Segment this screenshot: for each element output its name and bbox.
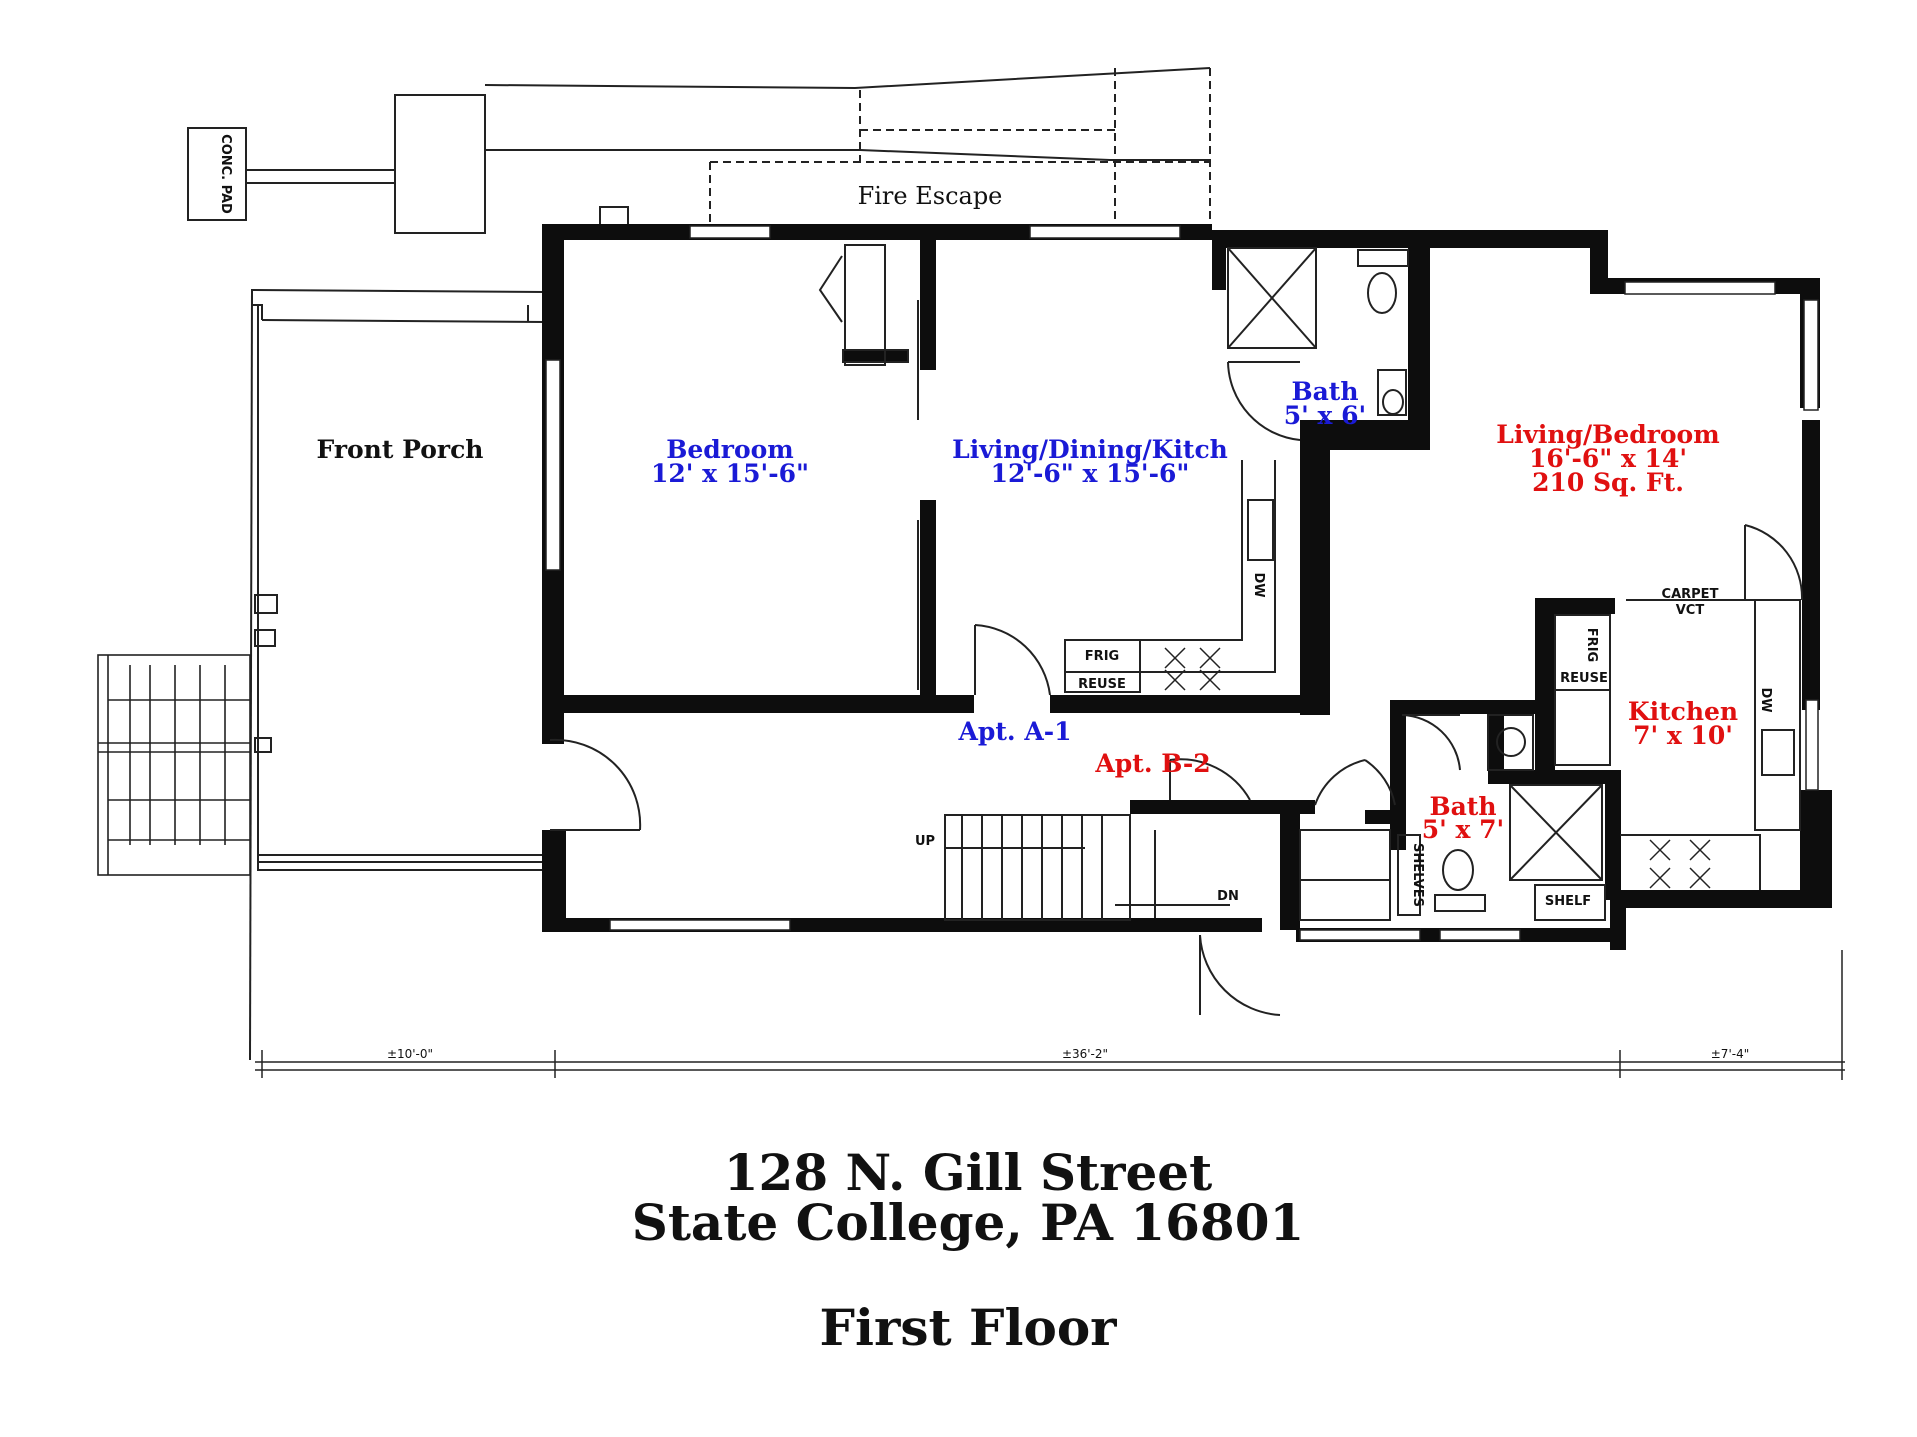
dim-right: ±7'-4" (1711, 1047, 1749, 1061)
dn-label: DN (1217, 889, 1239, 904)
reuse-b-label: REUSE (1560, 671, 1608, 686)
front-porch-label: Front Porch (317, 435, 484, 464)
fire-escape-structure (187, 67, 1211, 234)
interior-lines (549, 244, 1804, 1016)
kitchen-b-label: Kitchen (1628, 697, 1738, 726)
living-a-label: Living/Dining/Kitch (952, 435, 1228, 464)
bath-b-size: 5' x 7' (1422, 815, 1504, 844)
bedroom-a-label: Bedroom (666, 435, 794, 464)
porch-steps (97, 654, 251, 876)
front-porch-outline (249, 288, 546, 1061)
reuse-a-label: REUSE (1078, 677, 1126, 692)
conc-pad-outline (187, 127, 247, 221)
exterior-walls (542, 224, 1832, 950)
conc-pad-label: CONC. PAD (218, 134, 233, 214)
carpet-label: CARPET (1662, 587, 1719, 602)
shelves-label: SHELVES (1410, 843, 1425, 907)
dw-a-label: DW (1251, 572, 1266, 597)
address-line-2: State College, PA 16801 (632, 1193, 1305, 1252)
bedroom-a-size: 12' x 15'-6" (651, 459, 809, 488)
bath-a-size: 5' x 6' (1284, 401, 1366, 430)
dimension-line (255, 950, 1845, 1080)
vct-label: VCT (1676, 603, 1705, 618)
living-b-label: Living/Bedroom (1496, 420, 1719, 449)
landing-outline (394, 94, 486, 234)
living-b-area: 210 Sq. Ft. (1532, 468, 1684, 497)
fire-escape-label: Fire Escape (858, 182, 1003, 210)
shelf-label: SHELF (1545, 894, 1591, 909)
windows (545, 225, 1819, 941)
bath-b-label: Bath (1429, 792, 1496, 821)
dim-main: ±36'-2" (1062, 1047, 1108, 1061)
dim-porch: ±10'-0" (387, 1047, 433, 1061)
bath-a-label: Bath (1291, 377, 1358, 406)
dw-b-label: DW (1758, 687, 1773, 712)
frig-a-label: FRIG (1085, 649, 1119, 664)
kitchen-b-size: 7' x 10' (1633, 721, 1733, 750)
apt-b2-label: Apt. B-2 (1094, 749, 1210, 778)
up-label: UP (915, 834, 935, 849)
living-a-size: 12'-6" x 15'-6" (991, 459, 1190, 488)
living-b-size: 16'-6" x 14' (1529, 444, 1687, 473)
apt-a1-label: Apt. A-1 (957, 717, 1071, 746)
frig-b-label: FRIG (1584, 628, 1599, 662)
address-line-1: 128 N. Gill Street (724, 1143, 1212, 1202)
floor-title: First Floor (819, 1298, 1117, 1357)
